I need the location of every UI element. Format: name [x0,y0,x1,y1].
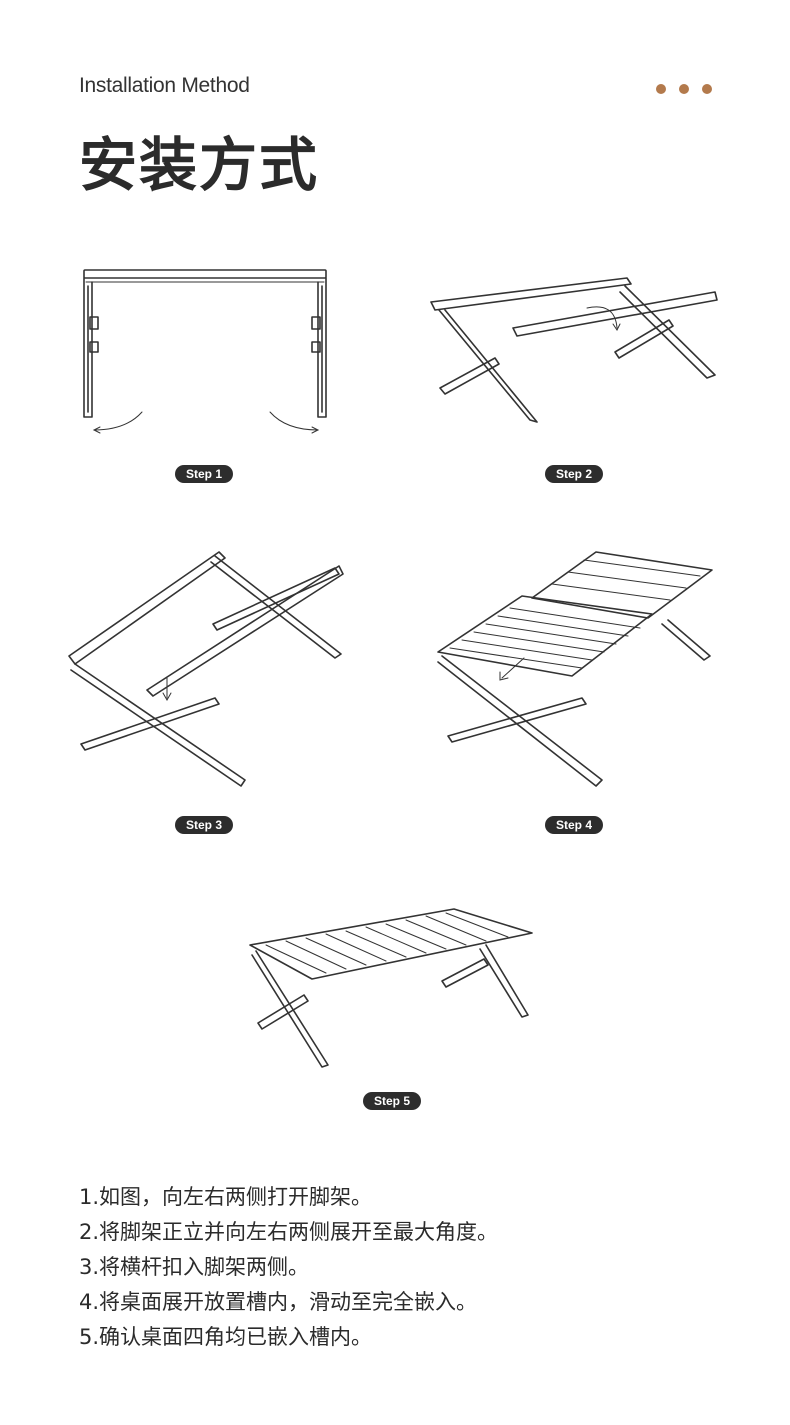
step-2-badge: Step 2 [545,465,603,483]
dots-decoration [656,84,712,94]
step5-illustration [246,905,536,1070]
step3-illustration [65,548,350,793]
instruction-item: 5.确认桌面四角均已嵌入槽内。 [79,1325,373,1349]
dot-icon [702,84,712,94]
step-5-badge: Step 5 [363,1092,421,1110]
dot-icon [679,84,689,94]
instruction-item: 2.将脚架正立并向左右两侧展开至最大角度。 [79,1220,499,1244]
instructions-list: 1.如图，向左右两侧打开脚架。 2.将脚架正立并向左右两侧展开至最大角度。 3.… [79,1180,498,1355]
section-subtitle: Installation Method [79,74,250,97]
dot-icon [656,84,666,94]
step2-illustration [425,270,725,430]
step-3-badge: Step 3 [175,816,233,834]
instruction-item: 3.将横杆扣入脚架两侧。 [79,1255,310,1279]
page-title: 安装方式 [79,131,320,199]
step-1-badge: Step 1 [175,465,233,483]
instruction-item: 4.将桌面展开放置槽内，滑动至完全嵌入。 [79,1290,478,1314]
step4-illustration [432,548,717,793]
step-4-badge: Step 4 [545,816,603,834]
step1-illustration [76,262,336,437]
instruction-item: 1.如图，向左右两侧打开脚架。 [79,1185,373,1209]
